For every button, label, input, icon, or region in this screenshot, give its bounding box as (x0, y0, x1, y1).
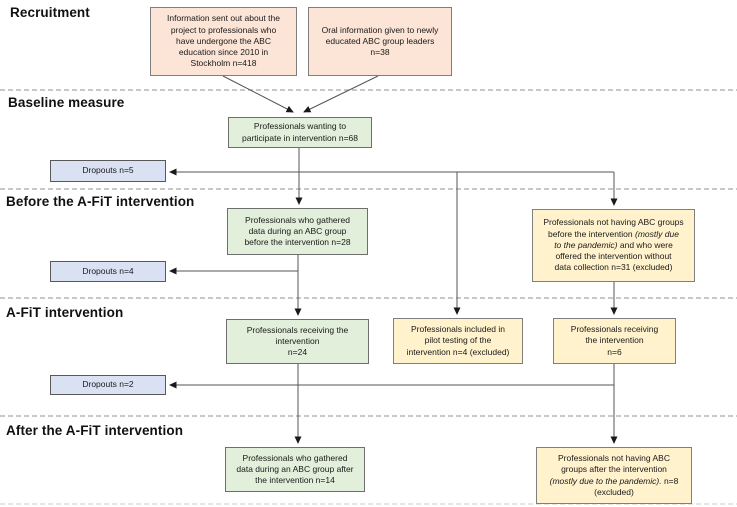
box-dropouts-baseline: Dropouts n=5 (50, 160, 166, 182)
box-pilot-testing: Professionals included in pilot testing … (393, 318, 523, 364)
section-label-during: A-FiT intervention (6, 305, 124, 320)
section-label-after: After the A-FiT intervention (6, 423, 184, 438)
section-label-baseline: Baseline measure (8, 95, 125, 110)
arrow-oral-to-wanting (303, 75, 379, 113)
box-wanting-participate: Professionals wanting to participate in … (228, 117, 372, 148)
box-dropouts-before-text: Dropouts n=4 (82, 265, 134, 276)
box-no-groups-after: Professionals not having ABC groups afte… (536, 447, 692, 504)
box-no-groups-before-text: Professionals not having ABC groups befo… (543, 217, 684, 273)
box-receiving-text: Professionals receiving the intervention… (246, 324, 349, 358)
box-receiving-late-text: Professionals receiving the intervention… (570, 324, 659, 357)
box-gathered-before-text: Professionals who gathered data during a… (244, 214, 351, 248)
box-receiving-intervention: Professionals receiving the intervention… (226, 319, 369, 364)
box-info-oral: Oral information given to newly educated… (308, 7, 452, 76)
box-receiving-late: Professionals receiving the intervention… (553, 318, 676, 364)
box-gathered-after-text: Professionals who gathered data during a… (236, 452, 354, 486)
box-dropouts-baseline-text: Dropouts n=5 (82, 165, 134, 176)
box-info-oral-text: Oral information given to newly educated… (321, 24, 439, 58)
box-dropouts-during-text: Dropouts n=2 (82, 379, 134, 390)
box-dropouts-before: Dropouts n=4 (50, 261, 166, 282)
box-pilot-text: Professionals included in pilot testing … (406, 324, 510, 357)
box-wanting-text: Professionals wanting to participate in … (241, 121, 358, 143)
box-info-mail-text: Information sent out about the project t… (167, 13, 280, 69)
section-label-recruitment: Recruitment (10, 5, 90, 20)
box-dropouts-during: Dropouts n=2 (50, 375, 166, 395)
box-no-groups-after-text: Professionals not having ABC groups afte… (549, 453, 679, 497)
box-gathered-before: Professionals who gathered data during a… (227, 208, 368, 255)
arrow-mail-to-wanting (222, 75, 294, 113)
box-gathered-after: Professionals who gathered data during a… (225, 447, 365, 492)
box-info-mail: Information sent out about the project t… (150, 7, 297, 76)
section-label-before: Before the A-FiT intervention (6, 194, 195, 209)
box-no-groups-before: Professionals not having ABC groups befo… (532, 209, 695, 282)
